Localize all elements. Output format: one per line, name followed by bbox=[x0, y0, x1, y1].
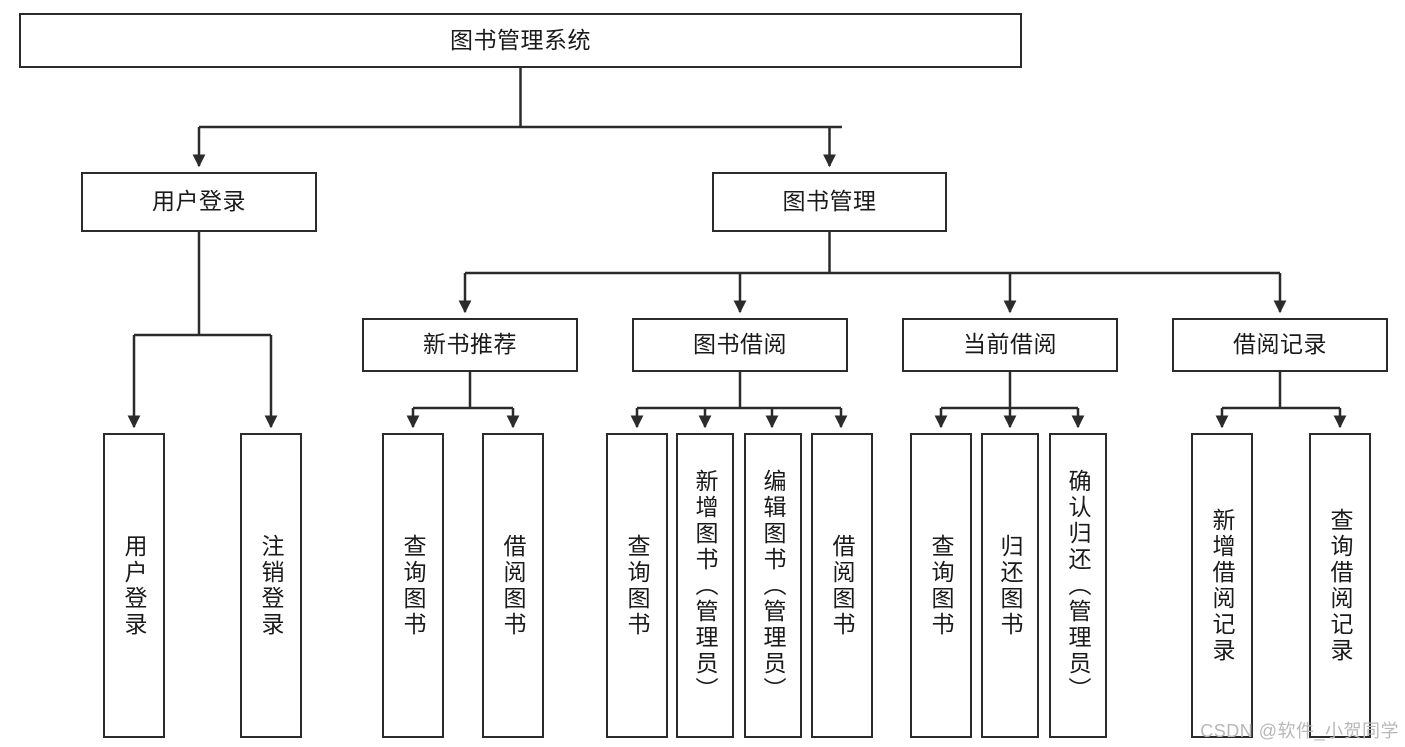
node-book-borrow[interactable]: 图书借阅 bbox=[632, 318, 848, 372]
node-label: 查询图书 bbox=[928, 533, 955, 638]
leaf-return-book[interactable]: 归还图书 bbox=[981, 433, 1039, 738]
node-label: 确认归还（管理员） bbox=[1065, 468, 1092, 703]
node-new-book-recommend[interactable]: 新书推荐 bbox=[362, 318, 578, 372]
leaf-query-book-current[interactable]: 查询图书 bbox=[910, 433, 972, 738]
node-root-system[interactable]: 图书管理系统 bbox=[19, 13, 1022, 68]
node-label: 用户登录 bbox=[152, 188, 246, 215]
leaf-query-borrow-record[interactable]: 查询借阅记录 bbox=[1309, 433, 1371, 738]
node-label: 借阅图书 bbox=[500, 533, 527, 638]
node-label: 归还图书 bbox=[997, 533, 1024, 638]
leaf-borrow-book[interactable]: 借阅图书 bbox=[811, 433, 873, 738]
leaf-logout[interactable]: 注销登录 bbox=[240, 433, 302, 738]
node-label: 查询图书 bbox=[400, 533, 427, 638]
node-label: 图书借阅 bbox=[693, 331, 787, 358]
node-book-management[interactable]: 图书管理 bbox=[712, 172, 947, 232]
node-label: 用户登录 bbox=[121, 533, 148, 638]
node-user-login[interactable]: 用户登录 bbox=[81, 172, 317, 232]
leaf-add-book-admin[interactable]: 新增图书（管理员） bbox=[676, 433, 734, 738]
leaf-query-book-borrow[interactable]: 查询图书 bbox=[606, 433, 668, 738]
node-label: 新增借阅记录 bbox=[1209, 507, 1236, 664]
node-label: 查询图书 bbox=[624, 533, 651, 638]
node-label: 编辑图书（管理员） bbox=[760, 468, 787, 703]
node-label: 图书管理系统 bbox=[450, 26, 591, 53]
leaf-add-borrow-record[interactable]: 新增借阅记录 bbox=[1191, 433, 1253, 738]
node-current-borrow[interactable]: 当前借阅 bbox=[902, 318, 1118, 372]
node-label: 查询借阅记录 bbox=[1327, 507, 1354, 664]
node-label: 当前借阅 bbox=[963, 331, 1057, 358]
node-label: 新书推荐 bbox=[423, 331, 517, 358]
leaf-edit-book-admin[interactable]: 编辑图书（管理员） bbox=[744, 433, 802, 738]
leaf-borrow-book-new[interactable]: 借阅图书 bbox=[482, 433, 544, 738]
leaf-confirm-return-admin[interactable]: 确认归还（管理员） bbox=[1049, 433, 1107, 738]
leaf-user-login[interactable]: 用户登录 bbox=[103, 433, 165, 738]
leaf-query-book-new[interactable]: 查询图书 bbox=[382, 433, 444, 738]
node-label: 借阅记录 bbox=[1233, 331, 1327, 358]
node-label: 注销登录 bbox=[258, 533, 285, 638]
node-label: 图书管理 bbox=[782, 188, 877, 215]
node-label: 借阅图书 bbox=[829, 533, 856, 638]
node-label: 新增图书（管理员） bbox=[692, 468, 719, 703]
node-borrow-record[interactable]: 借阅记录 bbox=[1172, 318, 1388, 372]
